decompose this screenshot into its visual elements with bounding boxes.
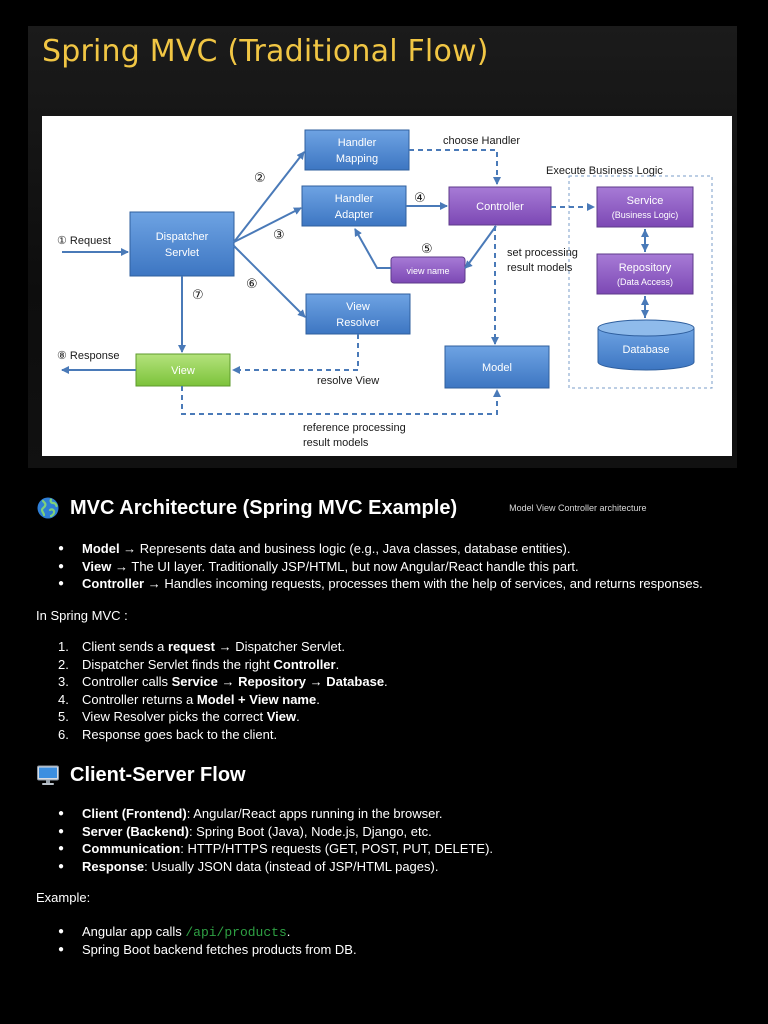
database-label: Database (622, 344, 669, 356)
example-list: Angular app calls /api/products. Spring … (36, 923, 736, 959)
model-box: Model (444, 345, 550, 389)
view-resolver-line1: View (346, 301, 370, 313)
controller-to-view-name-arrow (464, 225, 497, 269)
service-line1: Service (627, 195, 664, 207)
mvc-bullet-list: Model → Represents data and business log… (36, 540, 736, 593)
step-number: 3. (58, 674, 69, 689)
dashed-arrows (181, 149, 595, 415)
arrow-to-handler-mapping (233, 151, 305, 243)
handler-adapter-line1: Handler (335, 193, 374, 205)
handler-mapping-line1: Handler (338, 137, 377, 149)
arrow-to-view-resolver (233, 245, 306, 318)
step-6-label: ⑥ (246, 277, 258, 292)
view-box: View (135, 353, 231, 387)
slide-title: Spring MVC (Traditional Flow) (42, 34, 489, 69)
step-item: 3.Controller calls Service → Repository … (58, 674, 388, 689)
step-item: 5.View Resolver picks the correct View. (58, 709, 300, 724)
step-item: 1.Client sends a request → Dispatcher Se… (58, 639, 346, 654)
spring-mvc-intro: In Spring MVC : (36, 607, 128, 623)
response-label: ⑧ Response (57, 350, 119, 362)
client-server-heading: Client-Server Flow (36, 763, 736, 787)
reference-model-arrow (181, 386, 501, 415)
step-item: 2.Dispatcher Servlet finds the right Con… (58, 656, 340, 672)
view-label: View (171, 365, 195, 377)
mvc-heading-text: MVC Architecture (Spring MVC Example) (70, 496, 458, 519)
list-item: Spring Boot backend fetches products fro… (36, 941, 736, 959)
list-item: Server (Backend): Spring Boot (Java), No… (36, 823, 736, 841)
set-processing-line2: result models (507, 262, 573, 274)
diagram-svg: Handler Mapping Handler Adapter Dispatch… (57, 129, 713, 449)
set-processing-line1: set processing (507, 247, 578, 259)
step-2-label: ② (254, 171, 266, 186)
service-box: Service (Business Logic) (596, 186, 694, 228)
step-number: 2. (58, 656, 69, 672)
list-item: Angular app calls /api/products. (36, 923, 736, 942)
dispatcher-line2: Servlet (165, 247, 199, 259)
step-number: 1. (58, 639, 69, 654)
dispatcher-line1: Dispatcher (156, 231, 209, 243)
mvc-caption: Model View Controller architecture (509, 503, 647, 513)
client-server-bullet-list: Client (Frontend): Angular/React apps ru… (36, 805, 736, 875)
list-item: Communication: HTTP/HTTPS requests (GET,… (36, 840, 736, 858)
view-name-to-adapter-arrow (354, 228, 391, 269)
view-name-box: view name (390, 256, 466, 284)
step-number: 6. (58, 726, 69, 742)
example-label: Example: (36, 890, 91, 905)
controller-box: Controller (448, 186, 552, 226)
step-item: 4.Controller returns a Model + View name… (58, 691, 320, 707)
service-line2: (Business Logic) (612, 210, 679, 220)
flow-arrows (61, 151, 649, 374)
list-item: View → The UI layer. Traditionally JSP/H… (36, 558, 736, 576)
repository-line2: (Data Access) (617, 277, 673, 287)
desktop-computer-icon (36, 763, 60, 787)
globe-icon (36, 496, 60, 520)
view-resolver-box: View Resolver (305, 293, 411, 335)
mvc-heading: MVC Architecture (Spring MVC Example) Mo… (36, 496, 736, 520)
handler-mapping-box: Handler Mapping (304, 129, 410, 171)
view-name-label: view name (406, 266, 449, 276)
repository-line1: Repository (619, 262, 672, 274)
list-item: Client (Frontend): Angular/React apps ru… (36, 805, 736, 823)
list-item: Model → Represents data and business log… (36, 540, 736, 558)
dispatcher-servlet-box: Dispatcher Servlet (129, 211, 235, 277)
step-4-label: ④ (414, 191, 426, 206)
spring-mvc-flow-diagram: Handler Mapping Handler Adapter Dispatch… (42, 116, 732, 456)
handler-adapter-line2: Adapter (335, 209, 374, 221)
repository-box: Repository (Data Access) (596, 253, 694, 295)
controller-label: Controller (476, 201, 524, 213)
list-item: Response: Usually JSON data (instead of … (36, 858, 736, 876)
step-number: 4. (58, 691, 69, 707)
handler-adapter-box: Handler Adapter (301, 185, 407, 227)
step-7-label: ⑦ (192, 288, 204, 303)
step-item: 6.Response goes back to the client. (58, 726, 278, 742)
step-3-label: ③ (273, 228, 285, 243)
api-path-code: /api/products (185, 924, 287, 940)
resolve-view-label: resolve View (317, 375, 379, 387)
step-5-label: ⑤ (421, 242, 433, 257)
step-number: 5. (58, 709, 69, 724)
view-resolver-line2: Resolver (336, 317, 380, 329)
handler-mapping-line2: Mapping (336, 153, 378, 165)
database-cylinder: Database (597, 319, 695, 371)
spring-mvc-steps: 1.Client sends a request → Dispatcher Se… (36, 638, 736, 743)
arrow-to-handler-adapter (233, 207, 302, 243)
business-logic-frame (568, 175, 713, 389)
reference-processing-line2: result models (303, 437, 369, 449)
client-server-heading-text: Client-Server Flow (70, 763, 246, 786)
model-label: Model (482, 362, 512, 374)
choose-handler-label: choose Handler (443, 135, 520, 147)
reference-processing-line1: reference processing (303, 422, 406, 434)
document-body: MVC Architecture (Spring MVC Example) Mo… (36, 496, 736, 959)
request-label: ① Request (57, 235, 111, 247)
execute-business-logic-label: Execute Business Logic (546, 165, 663, 177)
resolve-view-arrow (232, 334, 359, 374)
list-item: Controller → Handles incoming requests, … (36, 575, 736, 593)
choose-handler-arrow (409, 149, 501, 185)
